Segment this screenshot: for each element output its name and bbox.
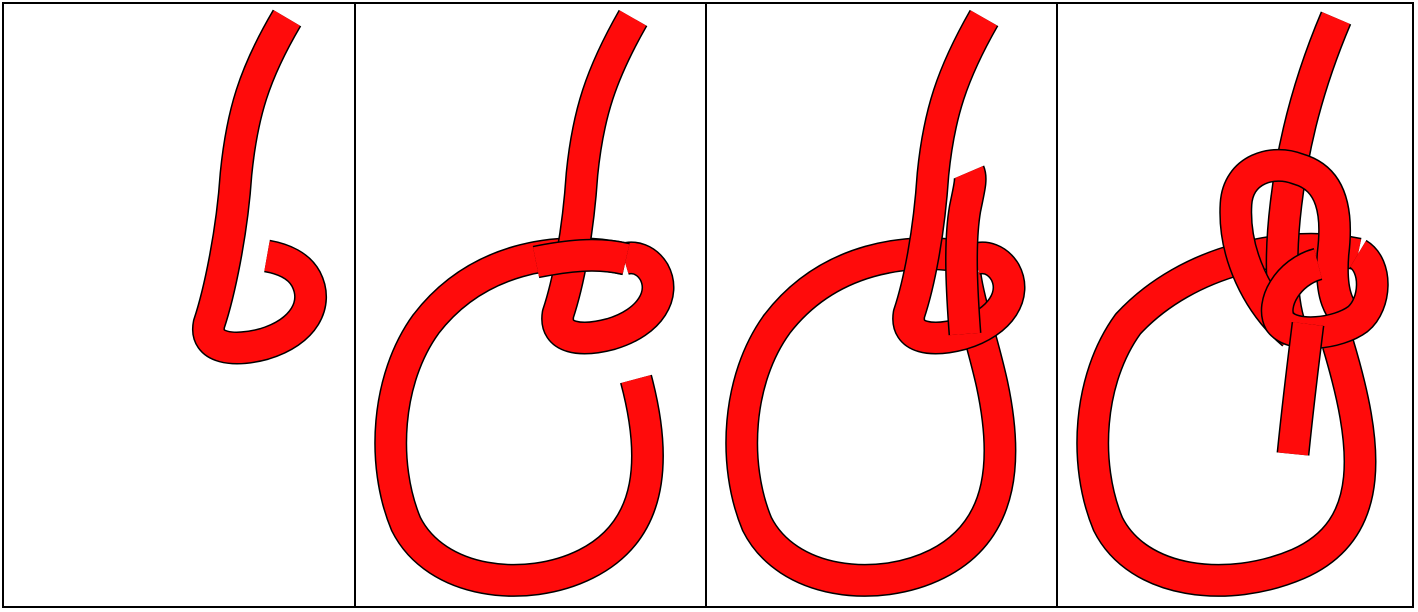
step-4-rope <box>1058 4 1412 606</box>
step-2-panel <box>356 4 707 606</box>
step-2-rope <box>356 4 707 606</box>
step-1-panel <box>4 4 356 606</box>
step-3-rope <box>707 4 1058 606</box>
step-4-panel <box>1058 4 1412 606</box>
step-1-rope <box>4 4 356 606</box>
step-3-panel <box>707 4 1058 606</box>
